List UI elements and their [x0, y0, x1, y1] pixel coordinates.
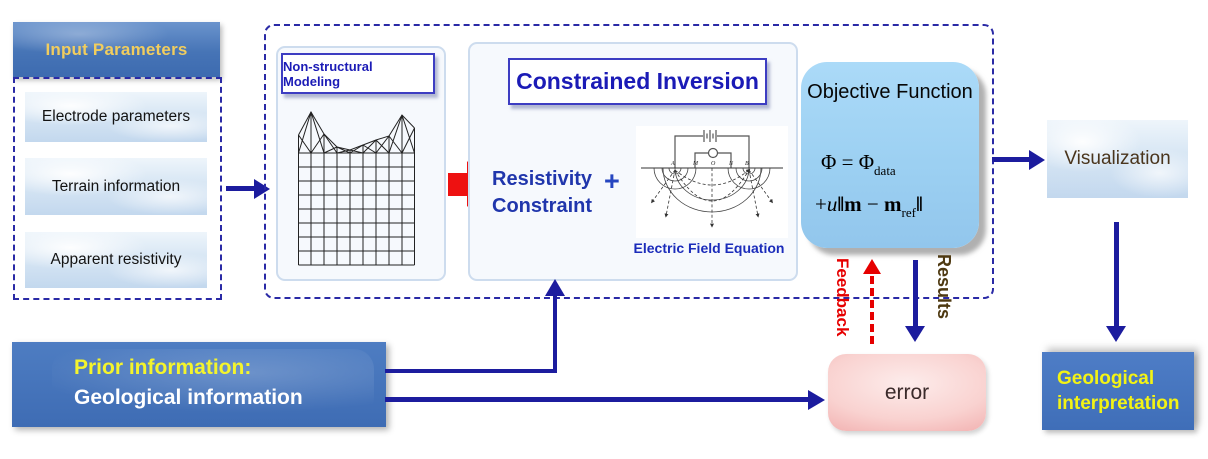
- input-item-label: Apparent resistivity: [50, 251, 182, 268]
- input-item-label: Terrain information: [51, 177, 181, 195]
- svg-text:A: A: [670, 161, 675, 167]
- modeling-title: Non-structural Modeling: [283, 58, 373, 89]
- arrow-head: [1029, 150, 1045, 170]
- arrow-shaft-vertical: [553, 295, 557, 371]
- svg-text:M: M: [692, 161, 699, 167]
- eq-phi-subscript: data: [874, 163, 896, 178]
- svg-text:N: N: [728, 161, 734, 167]
- objective-equation-line2: +u‖m − mref‖: [815, 192, 923, 221]
- eq-phi: Φ = Φ: [821, 150, 875, 174]
- arrow-shaft: [448, 173, 467, 196]
- objective-function-title: Objective Function: [807, 81, 973, 103]
- svg-text:O: O: [711, 161, 716, 167]
- prior-information-box: Prior information: Geological informatio…: [12, 342, 386, 427]
- input-parameters-header: Input Parameters: [13, 22, 220, 77]
- plus-sign: +: [604, 166, 620, 196]
- objective-function-box: Objective Function Φ = Φdata +u‖m − mref…: [801, 62, 979, 248]
- inversion-title-box: Constrained Inversion: [508, 58, 767, 105]
- arrow-head: [545, 279, 565, 296]
- arrow-shaft-horizontal: [385, 369, 557, 373]
- svg-text:B: B: [745, 161, 749, 167]
- visualization-box: Visualization: [1047, 120, 1188, 198]
- results-label: Results: [934, 254, 954, 320]
- arrow-shaft: [385, 397, 809, 402]
- mesh-graphic: [298, 110, 415, 266]
- input-parameters-title: Input Parameters: [45, 39, 188, 59]
- eq-norm-open: ‖: [837, 192, 845, 216]
- eq-ref-subscript: ref: [901, 205, 916, 220]
- resistivity-constraint-label: Resistivity Constraint: [492, 166, 622, 220]
- eq-u: u: [826, 192, 838, 216]
- geological-interpretation-box: Geological interpretation: [1042, 352, 1194, 430]
- input-item-apparent-resistivity: Apparent resistivity: [25, 232, 207, 288]
- eq-m: m: [844, 192, 862, 216]
- eq-norm-close: ‖: [915, 192, 923, 216]
- input-parameters-group: [13, 77, 222, 300]
- electric-field-caption: Electric Field Equation: [633, 240, 785, 256]
- arrow-head: [863, 259, 881, 274]
- arrow-shaft: [1114, 222, 1119, 326]
- constraint-line1: Resistivity: [492, 168, 593, 190]
- constraint-line2: Constraint: [492, 195, 592, 217]
- visualization-label: Visualization: [1064, 148, 1171, 169]
- eq-m-ref: m: [884, 192, 902, 216]
- arrow-head: [905, 326, 925, 342]
- error-box: error: [828, 354, 986, 431]
- arrow-shaft: [992, 157, 1030, 162]
- prior-information-title: Prior information:: [74, 356, 252, 379]
- feedback-label: Feedback: [833, 258, 852, 337]
- arrow-shaft: [226, 186, 256, 191]
- arrow-head: [808, 390, 825, 410]
- eq-minus: −: [861, 192, 884, 216]
- input-item-label: Electrode parameters: [41, 108, 191, 125]
- eq-plus: +: [815, 192, 827, 216]
- input-item-terrain-information: Terrain information: [25, 158, 207, 215]
- prior-information-detail: Geological information: [74, 386, 303, 409]
- input-item-electrode-parameters: Electrode parameters: [25, 92, 207, 142]
- modeling-title-box: Non-structural Modeling: [281, 53, 435, 94]
- error-label: error: [884, 380, 930, 404]
- objective-equation-line1: Φ = Φdata: [821, 150, 896, 179]
- arrow-head: [254, 179, 270, 199]
- inversion-title: Constrained Inversion: [516, 68, 759, 94]
- arrow-head: [1106, 326, 1126, 342]
- arrow-shaft: [913, 260, 918, 326]
- geological-interpretation-label: Geological interpretation: [1057, 368, 1180, 414]
- arrow-shaft: [870, 276, 874, 344]
